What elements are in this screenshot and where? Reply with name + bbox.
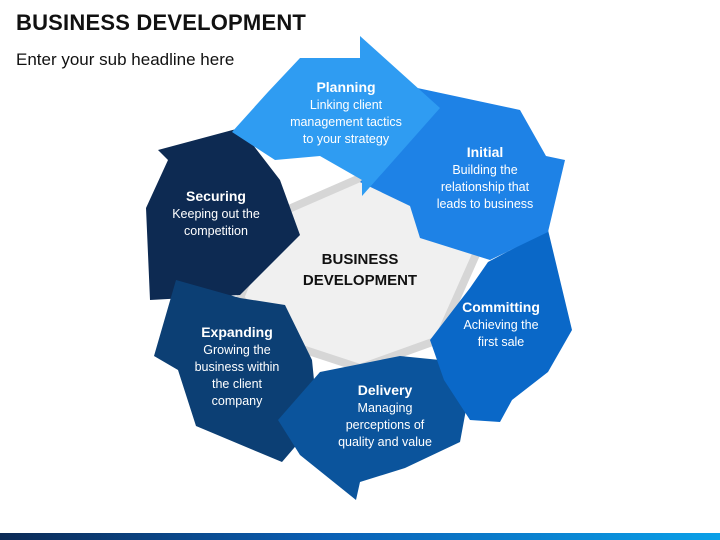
stage-expanding-line: business within	[194, 360, 280, 374]
stage-expanding-heading: Expanding	[201, 324, 273, 340]
stage-committing-line: first sale	[477, 335, 525, 349]
stage-expanding-label: Expanding Growing the business within th…	[182, 324, 292, 410]
stage-planning-line: to your strategy	[302, 132, 390, 146]
segment-initial	[360, 86, 565, 260]
stage-committing-label: Committing Achieving the first sale	[446, 299, 556, 351]
stage-delivery-label: Delivery Managing perceptions of quality…	[325, 382, 445, 451]
segment-committing	[430, 230, 572, 422]
stage-securing-label: Securing Keeping out the competition	[161, 188, 271, 240]
stage-delivery-heading: Delivery	[357, 382, 413, 398]
stage-planning-heading: Planning	[316, 79, 376, 95]
footer-bar	[0, 533, 720, 540]
center-label-line: DEVELOPMENT	[302, 272, 418, 289]
stage-committing-line: Achieving the	[463, 318, 539, 332]
stage-expanding-line: the client	[211, 377, 263, 391]
stage-initial-heading: Initial	[466, 144, 504, 160]
stage-delivery-line: quality and value	[338, 435, 432, 449]
page-subtitle: Enter your sub headline here	[16, 50, 235, 69]
segment-expanding	[154, 280, 318, 462]
stage-expanding-line: company	[211, 394, 263, 408]
stage-planning-line: management tactics	[290, 115, 402, 129]
page-title: BUSINESS DEVELOPMENT	[16, 10, 307, 35]
segment-delivery	[278, 356, 470, 500]
stage-initial-line: relationship that	[440, 180, 530, 194]
stage-planning-line: Linking client	[309, 98, 383, 112]
center-label-line: BUSINESS	[321, 251, 399, 268]
center-label: BUSINESS DEVELOPMENT	[290, 249, 430, 291]
stage-securing-heading: Securing	[186, 188, 246, 204]
stage-planning-label: Planning Linking client management tacti…	[276, 79, 416, 148]
stage-delivery-line: Managing	[357, 401, 413, 415]
stage-committing-heading: Committing	[462, 299, 540, 315]
stage-securing-line: Keeping out the	[172, 207, 260, 221]
stage-delivery-line: perceptions of	[345, 418, 425, 432]
stage-initial-label: Initial Building the relationship that l…	[425, 144, 545, 213]
stage-expanding-line: Growing the	[203, 343, 271, 357]
segment-planning	[232, 36, 440, 196]
stage-securing-line: competition	[184, 224, 248, 238]
segment-securing	[146, 128, 300, 300]
stage-initial-line: leads to business	[436, 197, 534, 211]
stage-initial-line: Building the	[452, 163, 518, 177]
